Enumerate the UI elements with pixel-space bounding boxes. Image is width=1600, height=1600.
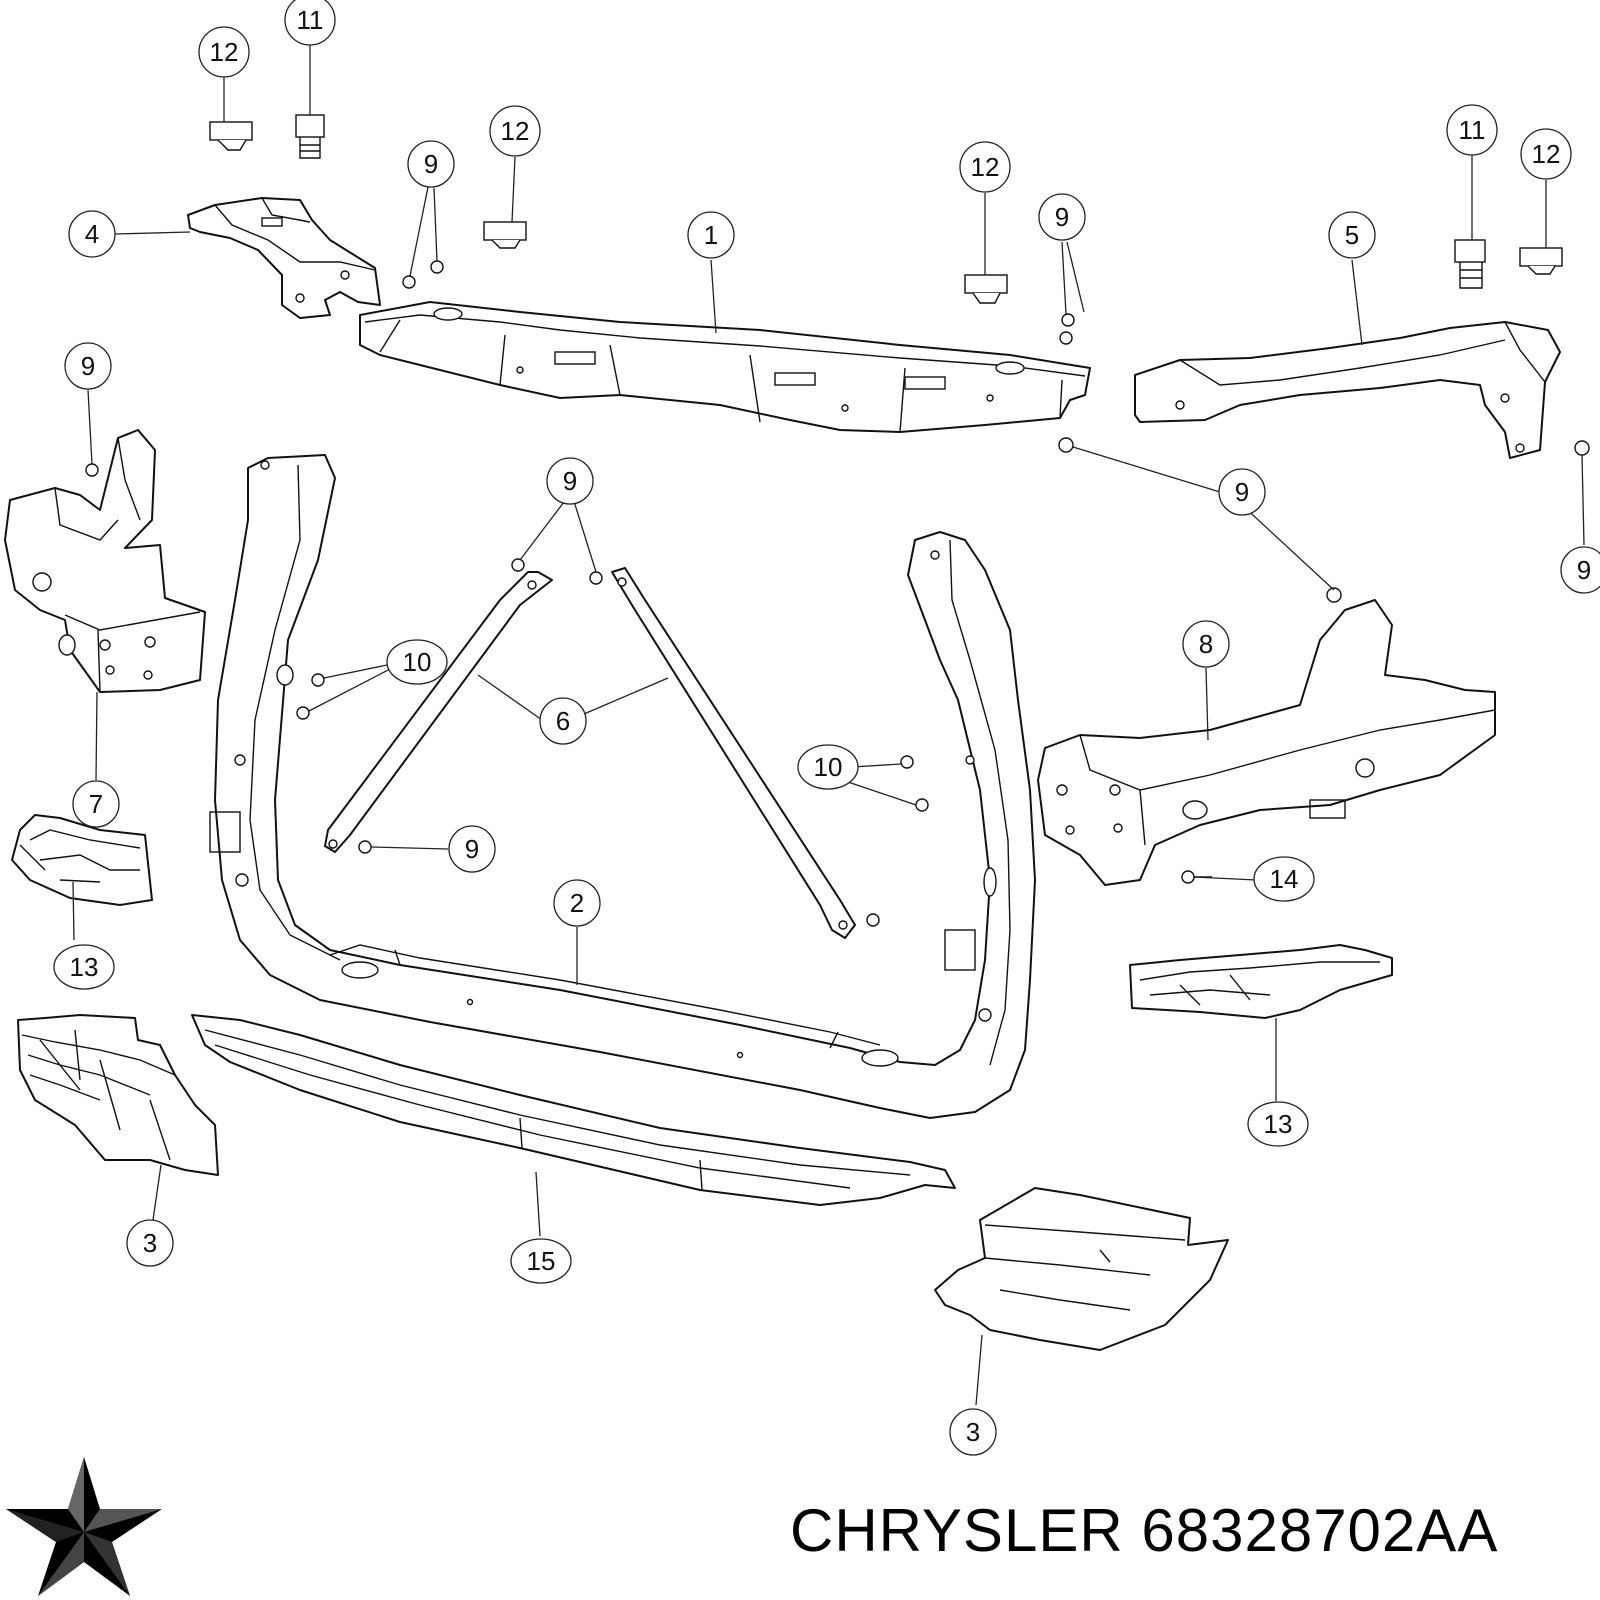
callout-8: 8 bbox=[1182, 620, 1230, 668]
callout-9: 9 bbox=[1560, 546, 1600, 594]
svg-text:9: 9 bbox=[1055, 202, 1069, 232]
callout-9: 9 bbox=[448, 825, 496, 873]
pentastar-logo-icon bbox=[0, 1454, 168, 1600]
callout-12: 12 bbox=[959, 141, 1011, 193]
svg-text:11: 11 bbox=[1459, 115, 1486, 145]
part-15-lower-valance bbox=[191, 1014, 956, 1206]
callout-13: 13 bbox=[53, 944, 115, 990]
svg-text:8: 8 bbox=[1199, 629, 1213, 659]
svg-text:2: 2 bbox=[570, 888, 584, 918]
callout-9: 9 bbox=[407, 140, 455, 188]
svg-text:9: 9 bbox=[465, 834, 479, 864]
callout-9: 9 bbox=[64, 342, 112, 390]
svg-text:5: 5 bbox=[1345, 220, 1359, 250]
svg-text:9: 9 bbox=[424, 149, 438, 179]
callout-12: 12 bbox=[489, 105, 541, 157]
svg-text:9: 9 bbox=[1577, 555, 1591, 585]
leader-lines bbox=[72, 45, 1585, 1406]
svg-text:7: 7 bbox=[89, 789, 103, 819]
part-8-right-lamp-bracket bbox=[1037, 599, 1496, 886]
part-11-screw bbox=[1454, 239, 1486, 289]
callout-1: 1 bbox=[687, 211, 735, 259]
svg-text:9: 9 bbox=[1235, 477, 1249, 507]
part-1-upper-crossmember bbox=[359, 301, 1091, 433]
callout-9: 9 bbox=[1038, 193, 1086, 241]
svg-text:10: 10 bbox=[403, 647, 432, 677]
callout-13: 13 bbox=[1247, 1101, 1309, 1147]
part-9-bolts bbox=[85, 260, 1590, 927]
svg-text:12: 12 bbox=[210, 37, 239, 67]
part-3-left-air-deflector bbox=[17, 1014, 219, 1176]
part-2-lower-radiator-support bbox=[209, 454, 1036, 1119]
svg-text:10: 10 bbox=[814, 752, 843, 782]
svg-text:12: 12 bbox=[971, 152, 1000, 182]
svg-text:12: 12 bbox=[1532, 139, 1561, 169]
callout-11: 11 bbox=[1446, 104, 1498, 156]
callout-3: 3 bbox=[126, 1219, 174, 1267]
callout-14: 14 bbox=[1253, 856, 1315, 902]
svg-text:13: 13 bbox=[1264, 1109, 1293, 1139]
callout-9: 9 bbox=[1218, 468, 1266, 516]
svg-text:3: 3 bbox=[966, 1417, 980, 1447]
callout-10: 10 bbox=[797, 744, 859, 790]
part-7-left-lamp-bracket bbox=[4, 429, 206, 693]
part-13-right-lamp-guide bbox=[1129, 944, 1393, 1019]
svg-text:13: 13 bbox=[70, 952, 99, 982]
part-10-bolts bbox=[296, 673, 929, 812]
callout-7: 7 bbox=[72, 780, 120, 828]
callout-11: 11 bbox=[284, 0, 336, 46]
callout-3: 3 bbox=[949, 1408, 997, 1456]
svg-text:4: 4 bbox=[85, 219, 99, 249]
part-6-diagonal-strut-left bbox=[324, 571, 553, 853]
callout-5: 5 bbox=[1328, 211, 1376, 259]
brand-name: CHRYSLER bbox=[790, 1497, 1124, 1564]
svg-text:1: 1 bbox=[704, 220, 718, 250]
part-13-left-lamp-guide bbox=[11, 814, 153, 906]
svg-text:6: 6 bbox=[556, 706, 570, 736]
part-12-clip bbox=[483, 221, 527, 249]
part-3-right-air-deflector bbox=[934, 1187, 1229, 1351]
callout-2: 2 bbox=[553, 879, 601, 927]
part-11-screw bbox=[295, 114, 325, 159]
part-6-diagonal-strut-right bbox=[611, 567, 856, 939]
callout-12: 12 bbox=[198, 26, 250, 78]
svg-text:15: 15 bbox=[527, 1246, 556, 1276]
svg-text:9: 9 bbox=[563, 466, 577, 496]
svg-text:14: 14 bbox=[1270, 864, 1299, 894]
part-5-right-upper-bracket bbox=[1134, 321, 1561, 459]
part-number: 68328702AA bbox=[1141, 1497, 1499, 1564]
callout-6: 6 bbox=[539, 697, 587, 745]
svg-text:3: 3 bbox=[143, 1228, 157, 1258]
part-caption: CHRYSLER 68328702AA bbox=[790, 1496, 1498, 1565]
callout-10: 10 bbox=[386, 639, 448, 685]
part-12-clip bbox=[964, 274, 1008, 304]
svg-text:12: 12 bbox=[501, 116, 530, 146]
part-12-clip bbox=[209, 121, 253, 151]
svg-text:11: 11 bbox=[297, 5, 324, 35]
callout-9: 9 bbox=[546, 457, 594, 505]
callout-12: 12 bbox=[1520, 128, 1572, 180]
callout-4: 4 bbox=[68, 210, 116, 258]
callout-15: 15 bbox=[510, 1238, 572, 1284]
svg-text:9: 9 bbox=[81, 351, 95, 381]
part-12-clip bbox=[1519, 247, 1563, 275]
part-4-left-upper-bracket bbox=[187, 197, 381, 319]
